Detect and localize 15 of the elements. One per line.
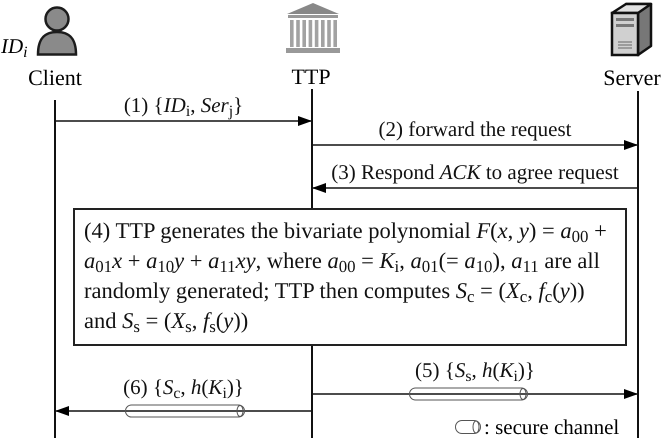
identity-label: ID$_{i}$ xyxy=(1,34,28,58)
edge-label: (2) forward the request xyxy=(378,118,572,140)
participant-label: Server xyxy=(603,65,661,91)
process-note-box: (4) TTP generates the bivariate polynomial F(x, y) = a$_{00}$ + a$_{01}$x + a$_{10}$y + a$_{11}$xy, where a$_{00}$ = K$_{i}$, a$_{01}$(= a$_{10}$), a$_{11}$ are all randomly generated; TTP then computes S$_{c}$ = (X$_{c}$, f$_{c}$(y)) and S$_{s}$ = (X$_{s}$, f$_{s}$(y)) xyxy=(73,208,627,346)
edge-label: (3) Respond ACK to agree request xyxy=(331,161,619,183)
edge-label: (6) {S$_{c}$, h(K$_{i}$)} xyxy=(123,376,244,398)
message-arrow xyxy=(55,406,312,416)
participant-label: Client xyxy=(28,65,82,91)
participant-label: TTP xyxy=(291,64,331,90)
message-arrow xyxy=(312,389,638,399)
legend-label: : secure channel xyxy=(484,416,620,438)
message-arrow xyxy=(55,116,312,126)
message-arrow xyxy=(312,140,638,150)
message-arrow xyxy=(312,183,638,193)
edge-label: (5) {S$_{s}$, h(K$_{i}$)} xyxy=(415,359,535,381)
